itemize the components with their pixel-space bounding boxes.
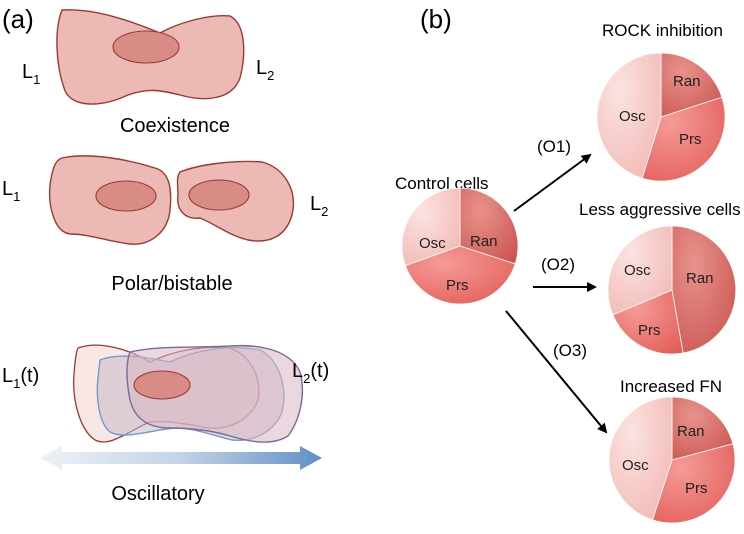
control-slice-ran xyxy=(459,187,519,265)
polar-caption: Polar/bistable xyxy=(111,273,232,295)
less-prs-label: Prs xyxy=(638,322,661,339)
oscillatory-caption: Oscillatory xyxy=(111,483,204,505)
fn-slice-osc xyxy=(608,396,673,521)
less-pie: Osc Ran Prs xyxy=(607,225,737,355)
fn-osc-label: Osc xyxy=(622,457,649,474)
fn-slice-prs xyxy=(651,443,736,524)
control-slice-prs xyxy=(404,245,516,305)
less-title: Less aggressive cells xyxy=(579,200,741,219)
rock-osc-label: Osc xyxy=(619,108,646,125)
oscillatory-left-label: L1(t) xyxy=(2,365,39,391)
polar-left-label: L1 xyxy=(2,178,20,204)
polar-cell-right xyxy=(176,160,294,242)
control-prs-label: Prs xyxy=(446,277,469,294)
less-slice-prs xyxy=(612,289,684,355)
arrow-o2-label: (O2) xyxy=(541,255,575,274)
coexistence-caption: Coexistence xyxy=(120,115,230,137)
panel-a-label: (a) xyxy=(2,4,34,34)
less-osc-label: Osc xyxy=(624,262,651,279)
less-slice-ran xyxy=(671,225,737,354)
fn-pie: Osc Ran Prs xyxy=(608,396,736,524)
polar-right-label: L2 xyxy=(310,193,328,219)
rock-slice-prs xyxy=(641,96,726,182)
arrow-o3 xyxy=(505,310,608,434)
coexistence-right-label: L2 xyxy=(256,57,274,83)
fn-ran-label: Ran xyxy=(677,423,705,440)
nucleus xyxy=(133,370,191,400)
rock-slice-ran xyxy=(660,52,723,118)
nucleus xyxy=(112,30,180,64)
less-slice-osc xyxy=(607,225,673,316)
rock-ran-label: Ran xyxy=(673,73,701,90)
control-slice-osc xyxy=(401,187,461,267)
arrow-o1 xyxy=(513,153,592,212)
polar-cell-left xyxy=(48,155,172,245)
oscillation-arrow xyxy=(40,446,322,470)
arrow-o1-label: (O1) xyxy=(537,137,571,156)
fn-prs-label: Prs xyxy=(685,480,708,497)
control-ran-label: Ran xyxy=(470,233,498,250)
coexistence-cell xyxy=(56,9,245,105)
control-pie: Osc Ran Prs xyxy=(401,187,519,305)
fn-slice-ran xyxy=(671,396,734,461)
nucleus xyxy=(188,179,250,211)
less-ran-label: Ran xyxy=(686,270,714,287)
nucleus xyxy=(95,180,157,212)
rock-prs-label: Prs xyxy=(679,131,702,148)
oscillatory-cells xyxy=(73,344,303,443)
coexistence-left-label: L1 xyxy=(22,61,40,87)
rock-pie: Osc Ran Prs xyxy=(596,52,726,182)
oscillatory-right-label: L2(t) xyxy=(292,360,329,386)
fn-title: Increased FN xyxy=(620,377,722,396)
rock-slice-osc xyxy=(596,52,662,179)
panel-b-label: (b) xyxy=(420,4,452,34)
rock-title: ROCK inhibition xyxy=(602,21,723,40)
control-osc-label: Osc xyxy=(419,235,446,252)
arrow-o3-label: (O3) xyxy=(553,341,587,360)
